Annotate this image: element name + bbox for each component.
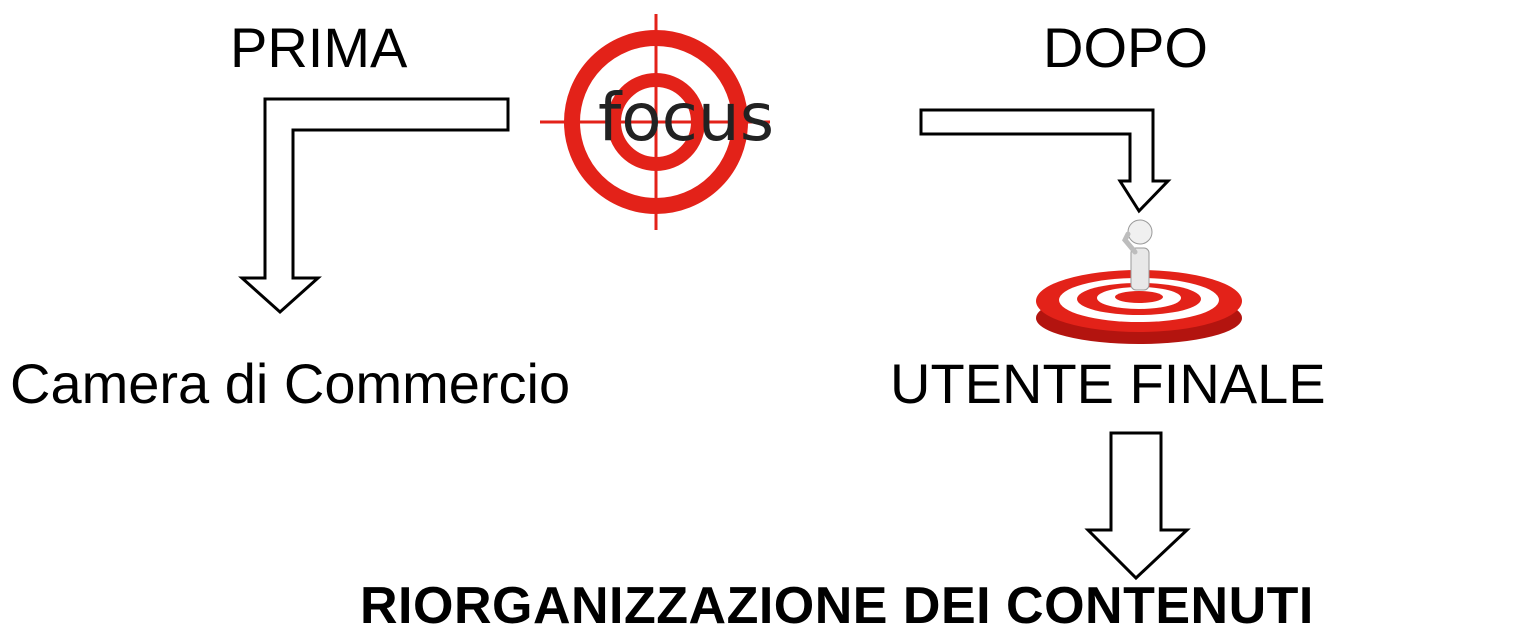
person-on-target-icon [1036,219,1242,344]
focus-logo-text: focus [598,79,774,156]
after-target-label: UTENTE FINALE [890,352,1326,415]
result-label: RIORGANIZZAZIONE DEI CONTENUTI [360,577,1314,635]
after-arrow [919,108,1172,214]
before-target-label: Camera di Commercio [10,352,571,415]
person-arm [1122,231,1138,255]
person-body [1130,247,1150,291]
before-heading: PRIMA [230,16,408,79]
person-head [1127,219,1153,245]
crosshair-outer-ring [564,30,748,214]
focus-logo: focus [540,14,774,230]
crosshair-inner-ring [607,73,705,171]
result-arrow [1084,431,1191,581]
after-heading: DOPO [1043,16,1208,79]
target-bullseye [1115,291,1163,303]
before-arrow [238,97,510,315]
